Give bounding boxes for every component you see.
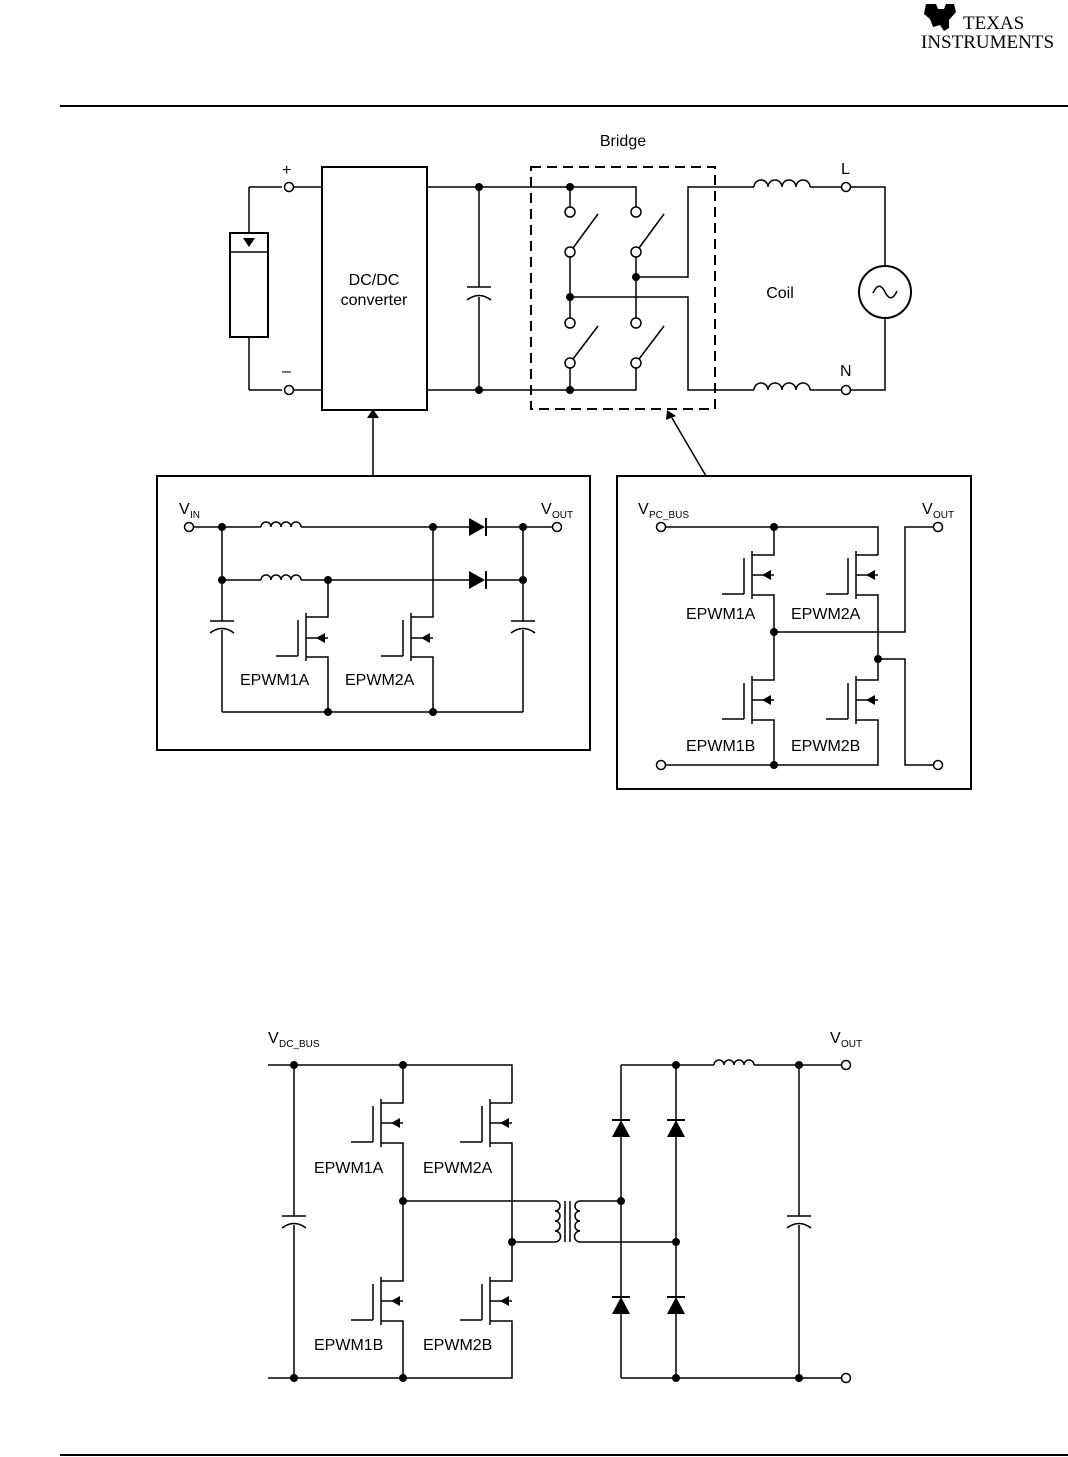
logo-line1: TEXAS [963, 13, 1024, 34]
pv-minus-terminal [283, 384, 295, 396]
line-N-terminal [840, 384, 852, 396]
boost-sw1-label: EPWM1A [240, 672, 310, 689]
boost-mosfet-2 [381, 527, 434, 712]
coil-label: Coil [766, 285, 794, 302]
hb-q3-label: EPWM1B [686, 738, 755, 755]
pv-panel-symbol [229, 187, 269, 390]
hb-vbus-label: V [638, 501, 649, 518]
boost-vout-sub: OUT [552, 510, 573, 521]
ti-logo: TEXAS INSTRUMENTS [921, 4, 1054, 53]
boost-sw2-label: EPWM2A [345, 672, 415, 689]
boost-mosfet-1 [276, 580, 329, 712]
fb-vout-sub: OUT [841, 1039, 862, 1050]
hb-vbus-sub: PC_BUS [649, 510, 689, 521]
fb-vbus-label: V [268, 1030, 279, 1047]
logo-line2: INSTRUMENTS [921, 32, 1054, 53]
boost-converter-detail: V IN V OUT [156, 475, 591, 751]
hb-q4-label: EPWM2B [791, 738, 860, 755]
fb-q1-label: EPWM1A [314, 1160, 384, 1177]
line-N-label: N [840, 363, 852, 380]
full-bridge-dcdc-schematic: V DC_BUS V OUT EPWM1A EPWM2A EPWM1B EPWM… [268, 1030, 862, 1384]
dcdc-converter-block [321, 166, 428, 411]
pv-minus-label: – [282, 363, 291, 380]
coil-L [753, 179, 811, 188]
hb-vout-sub: OUT [933, 510, 954, 521]
ti-logo-icon [924, 4, 956, 31]
dc-link-capacitor [466, 187, 492, 390]
hb-q1-label: EPWM1A [686, 606, 756, 623]
output-capacitor [787, 1065, 811, 1378]
ac-grid-source-icon [858, 265, 912, 319]
dcdc-label-line2: converter [341, 292, 408, 309]
boost-vin-sub: IN [190, 510, 200, 521]
bridge-rectifier [612, 1061, 841, 1382]
pv-plus-label: + [282, 162, 291, 179]
fb-q3-label: EPWM1B [314, 1337, 383, 1354]
fb-q4-label: EPWM2B [423, 1337, 492, 1354]
line-L-label: L [841, 161, 850, 178]
coil-N [753, 382, 811, 391]
fb-vbus-sub: DC_BUS [279, 1039, 320, 1050]
output-inductor [713, 1059, 755, 1066]
bridge-dashed-outline [530, 166, 716, 410]
boost-vin-label: V [179, 501, 190, 518]
hb-q2-label: EPWM2A [791, 606, 861, 623]
bridge-label: Bridge [600, 133, 646, 150]
line-L-terminal [840, 181, 852, 193]
boost-vout-label: V [541, 501, 552, 518]
h-bridge-inverter-detail: V PC_BUS V OUT EPWM1A EPWM2A EPWM1B EPWM… [616, 475, 972, 790]
bridge-switches [564, 187, 665, 390]
fb-q2-label: EPWM2A [423, 1160, 493, 1177]
pv-plus-terminal [283, 181, 295, 193]
system-block-diagram: + – DC/DC converter [229, 133, 912, 477]
hb-vout-label: V [922, 501, 933, 518]
transformer-symbol [403, 1200, 676, 1243]
fb-vout-label: V [830, 1030, 841, 1047]
dcdc-label-line1: DC/DC [349, 272, 400, 289]
